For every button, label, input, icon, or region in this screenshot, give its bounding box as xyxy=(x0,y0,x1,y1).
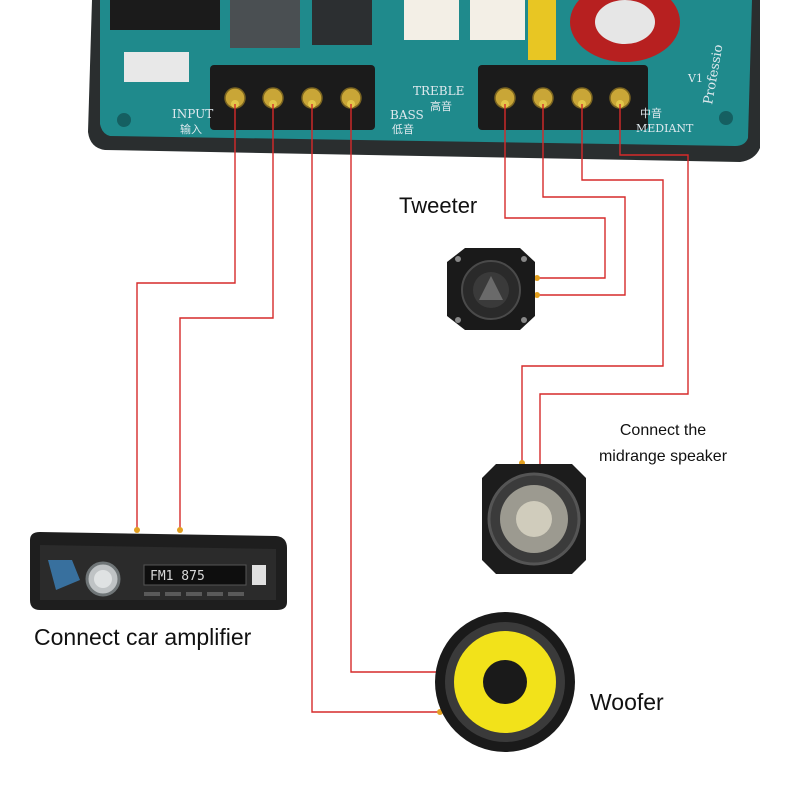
wire-input-right xyxy=(179,104,274,530)
mid-label: MEDIANT xyxy=(636,122,694,135)
wire-bass-left xyxy=(311,104,440,713)
midrange-speaker xyxy=(482,464,586,574)
car-radio-unit: FM1 875 xyxy=(30,532,287,610)
wire-treble-left xyxy=(504,104,606,279)
relay-component xyxy=(110,0,220,30)
bass-label-cn: 低音 xyxy=(392,122,414,136)
switch-component xyxy=(124,52,189,82)
wire-mid-right xyxy=(539,104,689,500)
usb-port xyxy=(252,565,266,585)
input-label-cn: 输入 xyxy=(180,122,202,136)
tweeter-label: Tweeter xyxy=(399,193,478,218)
midrange-label-line2: midrange speaker xyxy=(598,448,728,465)
treble-mid-terminal-block xyxy=(478,65,648,130)
capacitor-black xyxy=(312,0,372,45)
radio-display xyxy=(143,564,247,586)
radio-display-text: FM1 875 xyxy=(150,569,205,584)
wires xyxy=(136,104,689,713)
amplifier-label: Connect car amplifier xyxy=(34,624,252,650)
input-label: INPUT xyxy=(172,107,213,121)
woofer-speaker xyxy=(435,612,575,752)
tweeter-speaker xyxy=(447,248,535,330)
midrange-label-line1: Connect the xyxy=(619,422,707,439)
woofer-label: Woofer xyxy=(590,689,664,715)
input-bass-terminal-block xyxy=(210,65,375,130)
wire-mid-left xyxy=(521,104,664,463)
model-label: V1 xyxy=(687,72,703,85)
wire-treble-right xyxy=(537,104,626,296)
wire-bass-right xyxy=(350,104,440,673)
wire-input-left xyxy=(136,104,236,530)
treble-label-cn: 高音 xyxy=(430,99,452,113)
capacitor-yellow xyxy=(528,0,556,60)
mid-label-cn: 中音 xyxy=(640,106,662,120)
crossover-board: INPUT 输入 BASS 低音 TREBLE 高音 中音 MEDIANT V1… xyxy=(88,0,760,162)
bass-label: BASS xyxy=(390,108,424,122)
treble-label: TREBLE xyxy=(413,84,464,98)
capacitor-white-2 xyxy=(470,0,525,40)
capacitor-white-1 xyxy=(404,0,459,40)
capacitor-grey xyxy=(230,0,300,48)
midrange-label: Connect the midrange speaker xyxy=(583,418,743,470)
